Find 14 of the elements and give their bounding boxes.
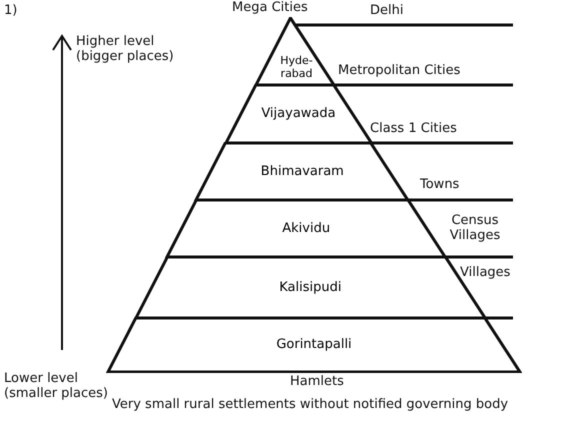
level-label: Towns — [420, 178, 460, 193]
level-label: Delhi — [370, 4, 404, 19]
caption-text: Very small rural settlements without notified governing body — [112, 398, 508, 413]
axis-label: Lower level (smaller places) — [4, 372, 109, 402]
list-number: 1) — [4, 4, 18, 19]
level-label: Metropolitan Cities — [338, 64, 460, 79]
level-label: Census Villages — [448, 214, 502, 244]
level-label: Hamlets — [290, 375, 344, 390]
pyramid-band: Bhimavaram — [194, 142, 410, 201]
axis-label: Higher level (bigger places) — [76, 35, 175, 65]
pyramid-base-band: Gorintapalli — [106, 317, 522, 373]
level-label: Villages — [460, 266, 510, 281]
level-label: Mega Cities — [232, 1, 308, 16]
pyramid-band: Akividu — [165, 199, 448, 258]
